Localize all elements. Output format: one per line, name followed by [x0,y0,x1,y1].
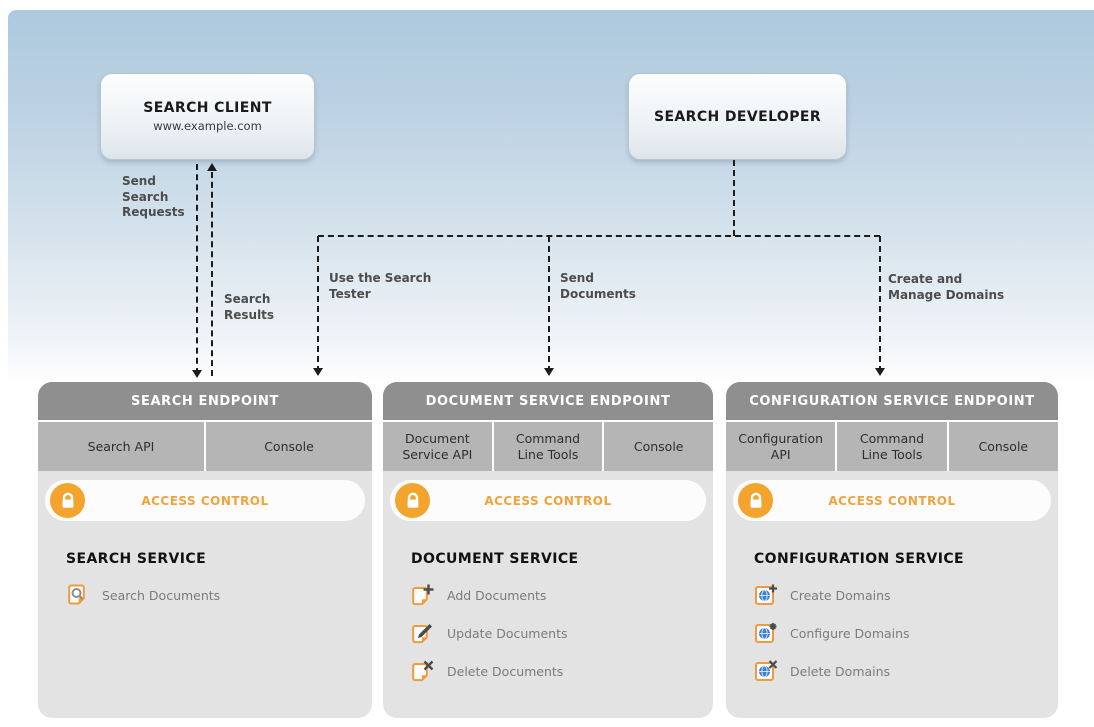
document-service-endpoint-panel: DOCUMENT SERVICE ENDPOINT Document Servi… [383,382,713,718]
item-label: Update Documents [447,625,568,641]
configuration-service-endpoint-header: CONFIGURATION SERVICE ENDPOINT [726,382,1058,422]
search-endpoint-panel: SEARCH ENDPOINT Search API Console ACCES… [38,382,372,718]
item-label: Create Domains [790,587,891,603]
search-results-label: Search Results [224,292,275,322]
search-endpoint-header: SEARCH ENDPOINT [38,382,372,422]
access-control-label: ACCESS CONTROL [141,493,269,508]
list-item: Search Documents [66,583,372,607]
send-documents-line [548,236,550,372]
tab-document-service-api: Document Service API [402,430,473,462]
configuration-service-endpoint-tabs: Configuration API Command Line Tools Con… [726,422,1058,471]
document-search-icon [66,583,90,607]
arrowhead-down-icon [544,368,554,376]
item-label: Add Documents [447,587,547,603]
tab-command-line-tools: Command Line Tools [491,422,603,471]
manage-domains-line [879,236,881,372]
search-client-box: SEARCH CLIENT www.example.com [100,73,315,160]
access-control-label: ACCESS CONTROL [828,493,956,508]
tab-console: Console [204,422,372,471]
domain-create-icon [754,583,778,607]
search-developer-title: SEARCH DEVELOPER [653,108,822,125]
developer-stem-line [733,160,735,236]
access-control-bar: ACCESS CONTROL [45,480,365,521]
search-tester-line [317,236,319,372]
send-search-requests-label: Send Search Requests [122,174,185,220]
document-service-endpoint-header: DOCUMENT SERVICE ENDPOINT [383,382,713,422]
document-service-title: DOCUMENT SERVICE [411,551,579,567]
use-search-tester-label: Use the Search Tester [329,271,432,301]
lock-icon [50,483,85,518]
domain-delete-icon [754,659,778,683]
tab-console: Console [946,422,1058,471]
tab-console: Console [602,422,713,471]
item-label: Configure Domains [790,625,910,641]
list-item: Update Documents [411,621,713,645]
item-label: Delete Domains [790,663,891,679]
search-client-title: SEARCH CLIENT [143,100,272,116]
item-label: Delete Documents [447,663,564,679]
search-service-title: SEARCH SERVICE [66,551,207,567]
lock-icon [738,483,773,518]
tab-configuration-api: Configuration API [738,430,824,462]
search-client-url: www.example.com [153,119,262,133]
document-add-icon [411,583,435,607]
access-control-bar: ACCESS CONTROL [390,480,706,521]
sky-gradient-background [8,10,1094,378]
domain-configure-icon [754,621,778,645]
developer-branch-line [318,235,880,237]
send-documents-label: Send Documents [560,271,636,301]
document-service-endpoint-tabs: Document Service API Command Line Tools … [383,422,713,471]
configuration-service-title: CONFIGURATION SERVICE [754,551,965,567]
search-endpoint-tabs: Search API Console [38,422,372,471]
send-requests-line [196,164,198,374]
arrowhead-down-icon [313,368,323,376]
list-item: Delete Documents [411,659,713,683]
create-manage-domains-label: Create and Manage Domains [888,272,1005,302]
list-item: Create Domains [754,583,1058,607]
item-label: Search Documents [102,587,221,603]
list-item: Configure Domains [754,621,1058,645]
configuration-service-endpoint-panel: CONFIGURATION SERVICE ENDPOINT Configura… [726,382,1058,718]
tab-search-api: Search API [87,438,155,454]
list-item: Add Documents [411,583,713,607]
arrowhead-down-icon [875,368,885,376]
access-control-label: ACCESS CONTROL [484,493,612,508]
lock-icon [395,483,430,518]
list-item: Delete Domains [754,659,1058,683]
document-delete-icon [411,659,435,683]
arrowhead-up-icon [207,163,217,171]
document-update-icon [411,621,435,645]
search-results-line [211,172,213,376]
tab-command-line-tools: Command Line Tools [835,422,946,471]
search-developer-box: SEARCH DEVELOPER [628,73,847,160]
arrowhead-down-icon [192,370,202,378]
access-control-bar: ACCESS CONTROL [733,480,1051,521]
